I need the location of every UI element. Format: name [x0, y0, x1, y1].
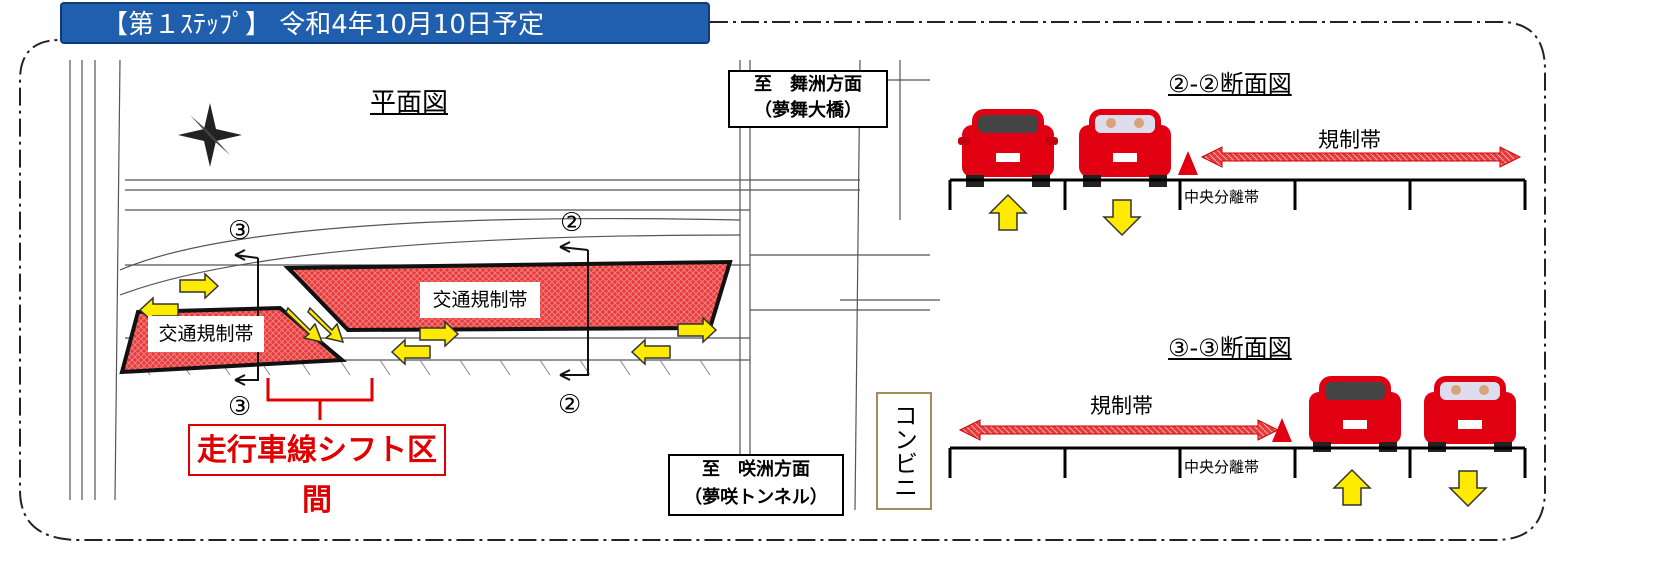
section-3-diagram: [948, 376, 1527, 508]
section-2-title: ②-②断面図: [1168, 70, 1292, 98]
up-arrow-icon: [988, 193, 1028, 231]
plan-title: 平面図: [370, 88, 449, 118]
up-arrow-icon: [1332, 468, 1372, 506]
dest-south-line1: 至 咲洲方面: [702, 459, 810, 480]
shift-bracket: [266, 378, 374, 420]
road-profile: [948, 446, 1527, 478]
cone-icon: [1178, 151, 1198, 175]
marker-2-top: ②: [560, 208, 584, 238]
section-2-median-label: 中央分離帯: [1184, 188, 1260, 206]
dest-north-line1: 至 舞洲方面: [754, 74, 862, 95]
section-3-median-label: 中央分離帯: [1184, 458, 1260, 476]
dest-south-box: 至 咲洲方面 （夢咲トンネル）: [668, 454, 844, 516]
cone-icon: [1272, 418, 1292, 442]
step-title: 【第１ｽﾃｯﾌﾟ】 令和4年10月10日予定: [60, 2, 710, 44]
marker-2-bottom: ②: [558, 390, 582, 420]
zone-west-label: 交通規制帯: [148, 316, 264, 352]
down-arrow-icon: [1102, 199, 1142, 237]
section-cut-lines: [234, 241, 589, 386]
zone-east-label: 交通規制帯: [420, 282, 540, 318]
section-3-title: ③-③断面図: [1168, 334, 1292, 362]
car-front-icon: [1079, 109, 1171, 187]
marker-3-bottom: ③: [228, 392, 252, 422]
dest-south-line2: （夢咲トンネル）: [684, 487, 828, 508]
konbini-label: コンビニ: [876, 392, 932, 510]
car-front-icon: [1424, 376, 1516, 452]
car-rear-icon: [1309, 376, 1401, 452]
compass-icon: [178, 103, 242, 167]
dest-north-line2: （夢舞大橋）: [754, 100, 862, 121]
dest-north-box: 至 舞洲方面 （夢舞大橋）: [728, 70, 888, 128]
shift-section-label: 走行車線シフト区間: [188, 424, 446, 518]
regulation-band-arrow: [958, 419, 1280, 441]
car-rear-icon: [958, 109, 1058, 187]
section-2-diagram: [948, 109, 1527, 237]
regulation-band-arrow: [1200, 146, 1522, 168]
down-arrow-icon: [1448, 470, 1488, 508]
marker-3-top: ③: [228, 216, 252, 246]
section-2-regulation-label: 規制帯: [1318, 128, 1381, 152]
road-profile: [948, 178, 1527, 210]
section-3-regulation-label: 規制帯: [1090, 394, 1153, 418]
